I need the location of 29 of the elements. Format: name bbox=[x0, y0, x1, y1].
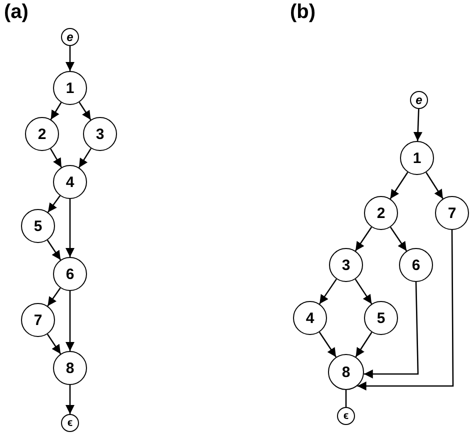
arrow bbox=[50, 148, 62, 168]
panel-label: (a) bbox=[4, 2, 28, 22]
exit-node: ϵ bbox=[61, 414, 79, 432]
arrow bbox=[390, 172, 408, 200]
arrow bbox=[355, 332, 372, 358]
arrow bbox=[318, 332, 337, 358]
arrow bbox=[319, 278, 337, 304]
arrow bbox=[354, 278, 372, 304]
arrow bbox=[66, 199, 74, 257]
arrow bbox=[66, 46, 74, 71]
arrow bbox=[50, 102, 62, 120]
arrow bbox=[47, 195, 61, 213]
arrow bbox=[354, 226, 372, 252]
arrow bbox=[426, 172, 444, 199]
arrow bbox=[66, 291, 74, 351]
exit-node: ϵ bbox=[337, 407, 355, 425]
panel-label: (b) bbox=[290, 2, 316, 22]
arrow bbox=[390, 226, 408, 252]
entry-node: e bbox=[61, 28, 79, 46]
arrow bbox=[46, 334, 62, 354]
arrow bbox=[413, 108, 422, 142]
arrow bbox=[66, 385, 74, 414]
arrow bbox=[357, 230, 454, 390]
arrow bbox=[47, 288, 61, 306]
arrow bbox=[78, 148, 92, 168]
entry-node: e bbox=[410, 91, 428, 109]
arrow bbox=[78, 102, 92, 120]
arrow bbox=[46, 240, 62, 260]
arrow bbox=[364, 282, 419, 378]
